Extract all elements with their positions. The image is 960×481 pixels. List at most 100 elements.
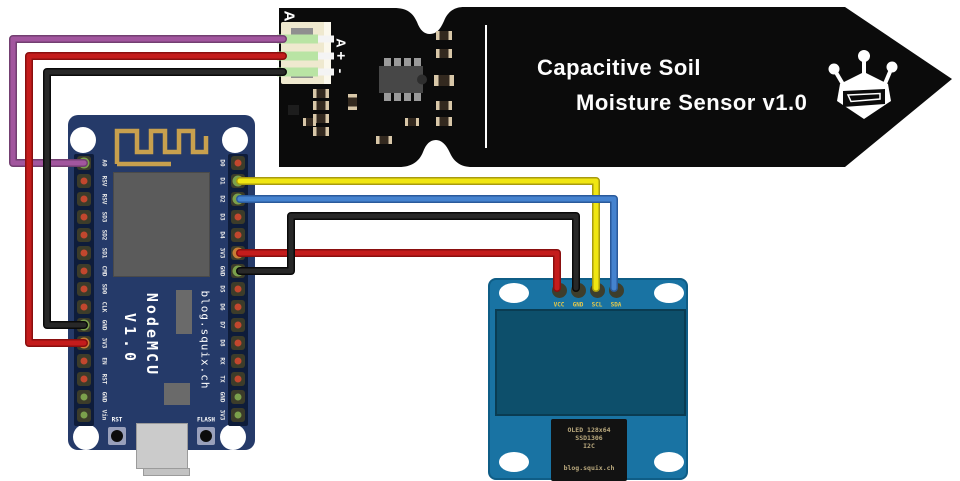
pin-hole: [80, 411, 88, 419]
smd-component: [313, 89, 329, 98]
rst-button: [108, 427, 126, 445]
pin-hole: [80, 231, 88, 239]
smd-component: [348, 94, 357, 110]
nodemcu-pin-left-clk: [77, 300, 91, 314]
smd-component: [436, 31, 452, 40]
pin-hole: [80, 285, 88, 293]
nodemcu-pin-left-sd2: [77, 228, 91, 242]
mounting-hole: [73, 424, 99, 450]
pin-hole: [234, 213, 242, 221]
nodemcu-pin-left-rst: [77, 372, 91, 386]
flash-button: [197, 427, 215, 445]
pin-hole: [234, 321, 242, 329]
nodemcu-pin-right-rx: [231, 354, 245, 368]
wire-d2-to-sda: [237, 196, 617, 291]
wire-gnd-to-gnd: [237, 213, 579, 291]
smd-component: [376, 136, 392, 144]
sensor-title-line1: Capacitive Soil: [537, 55, 702, 80]
oled-display-board: OLED 128x64 SSD1306 I2C blog.squix.ch VC…: [488, 278, 688, 481]
nodemcu-pin-right-d6: [231, 300, 245, 314]
oled-pin-label-sda: SDA: [610, 301, 622, 309]
nodemcu-pin-left-sd1: [77, 246, 91, 260]
smd-component: [436, 101, 452, 110]
mounting-hole: [222, 127, 248, 153]
wifi-antenna-trace: [114, 128, 209, 167]
nodemcu-pin-left-cmd: [77, 264, 91, 278]
sensor-logo-icon: [828, 50, 898, 119]
oled-pin-label-scl: SCL: [591, 301, 603, 309]
flash-button-label: FLASH: [196, 416, 216, 424]
pin-hole: [234, 375, 242, 383]
pin-hole: [234, 393, 242, 401]
nodemcu-pin-right-d3: [231, 210, 245, 224]
smd-component: [313, 114, 329, 123]
usb-connector: [136, 423, 188, 469]
pin-hole: [80, 177, 88, 185]
pin-hole: [80, 267, 88, 275]
smd-component: [288, 105, 299, 115]
oled-pin-label-vcc: VCC: [553, 301, 565, 309]
mounting-hole: [220, 424, 246, 450]
wire-d1-to-scl: [237, 178, 599, 291]
oled-info-line1: OLED 128x64: [567, 426, 611, 434]
oled-screen: [495, 309, 686, 416]
smd-component: [164, 383, 190, 405]
pin-hole: [80, 375, 88, 383]
nodemcu-pin-right-tx: [231, 372, 245, 386]
wire-sensor-minus-to-gnd: [44, 69, 286, 328]
sensor-pin-label-plus: +: [336, 47, 346, 65]
pin-hole: [234, 285, 242, 293]
nodemcu-pin-right-d5: [231, 282, 245, 296]
mounting-hole: [499, 283, 529, 303]
nodemcu-pin-left-rsv: [77, 174, 91, 188]
mounting-hole: [654, 452, 684, 472]
nodemcu-pin-left-en: [77, 354, 91, 368]
rst-button-label: RST: [111, 416, 123, 424]
smd-component: [176, 290, 192, 334]
oled-info-line3: I2C: [583, 442, 595, 450]
pin-hole: [80, 195, 88, 203]
esp8266-module: [113, 172, 210, 277]
smd-component: [436, 49, 452, 58]
pin-hole: [234, 357, 242, 365]
mounting-hole: [70, 127, 96, 153]
smd-component: [313, 127, 329, 136]
oled-website: blog.squix.ch: [563, 464, 615, 472]
nodemcu-pin-right-d8: [231, 336, 245, 350]
nodemcu-pin-left-gnd: [77, 390, 91, 404]
oled-info-line2: SSD1306: [575, 434, 603, 442]
pin-hole: [234, 231, 242, 239]
mounting-hole: [499, 452, 529, 472]
smd-component: [436, 117, 452, 126]
nodemcu-pin-right-d7: [231, 318, 245, 332]
pin-hole: [80, 393, 88, 401]
wire-3v3-to-vcc: [237, 250, 560, 291]
pin-hole: [234, 159, 242, 167]
pin-hole: [80, 213, 88, 221]
soil-sensor-body: [279, 7, 952, 167]
pin-hole: [80, 357, 88, 365]
nodemcu-pin-right-gnd: [231, 390, 245, 404]
pin-hole: [234, 339, 242, 347]
usb-connector-lip: [143, 468, 190, 476]
nodemcu-pin-right-d4: [231, 228, 245, 242]
pin-hole: [80, 249, 88, 257]
smd-component: [313, 101, 329, 110]
oled-pin-label-gnd: GND: [572, 301, 584, 309]
wire-sensor-plus-to-3v3: [26, 53, 286, 346]
sensor-ic-chip: [379, 58, 427, 101]
nodemcu-pin-right-d0: [231, 156, 245, 170]
smd-component: [434, 75, 454, 86]
oled-info-label: OLED 128x64 SSD1306 I2C blog.squix.ch: [551, 419, 627, 481]
pin-hole: [80, 303, 88, 311]
smd-component: [405, 118, 419, 126]
smd-component: [303, 118, 316, 126]
nodemcu-pin-right-3v3: [231, 408, 245, 422]
sensor-connector: [277, 22, 334, 84]
nodemcu-pin-left-vin: [77, 408, 91, 422]
sensor-title-line2: Moisture Sensor v1.0: [576, 90, 808, 115]
pin-hole: [234, 303, 242, 311]
